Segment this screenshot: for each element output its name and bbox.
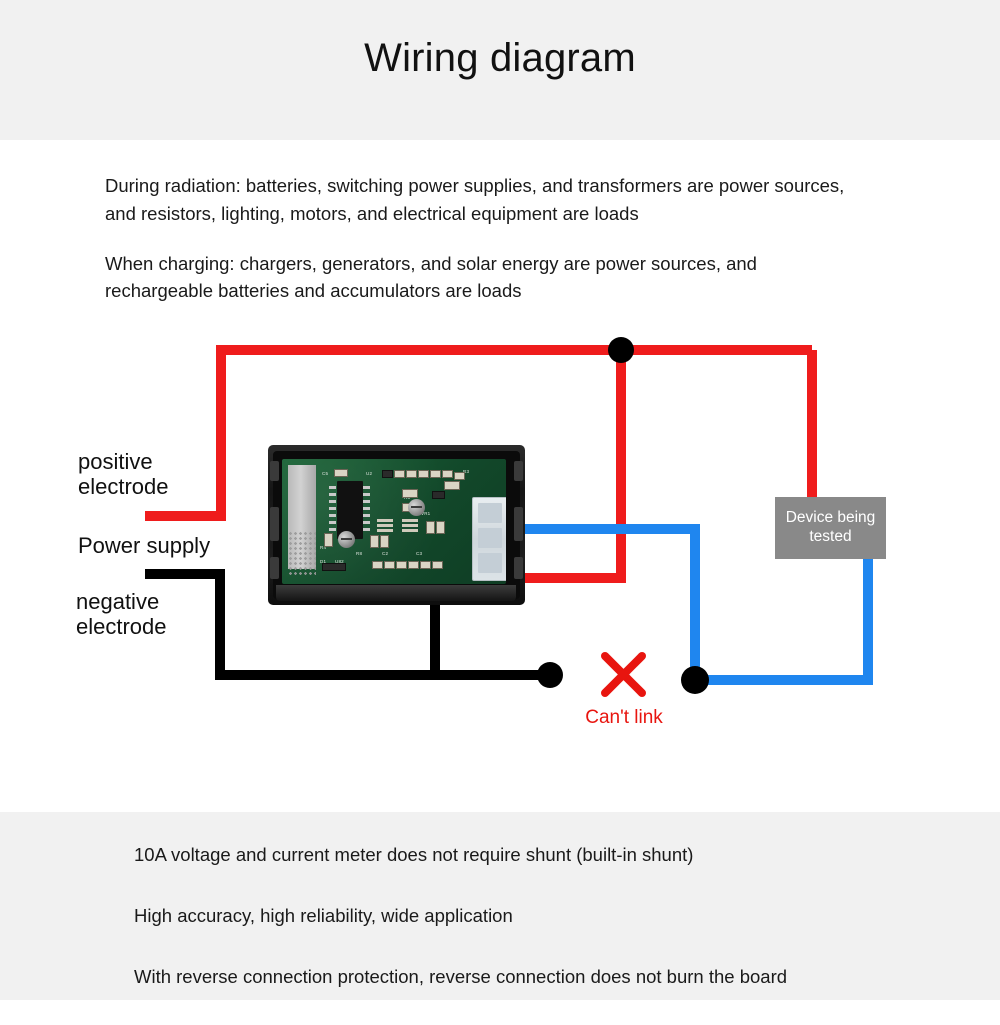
footer-line-shunt: 10A voltage and current meter does not r… bbox=[134, 844, 694, 865]
footer-feature-list: 10A voltage and current meter does not r… bbox=[134, 842, 934, 1025]
label-positive-electrode: positive electrode bbox=[78, 449, 169, 499]
red-bus-junction-dot bbox=[608, 337, 634, 363]
meter-shell-lip bbox=[276, 585, 516, 601]
silk-u82: U82 bbox=[335, 559, 344, 564]
silk-d1: D1 bbox=[320, 559, 327, 564]
shell-tab-right-bottom bbox=[514, 557, 523, 579]
silk-vr1: VR1 bbox=[421, 511, 431, 516]
meter-pcb: C5 U2 R5 VR1 R3 R2 R8 C2 C3 U82 D1 R4 bbox=[282, 459, 506, 584]
silk-r3: R3 bbox=[463, 469, 470, 474]
diagram-canvas: positive electrode Power supply negative… bbox=[0, 140, 1000, 812]
shell-tab-left-mid bbox=[270, 507, 279, 541]
page-title: Wiring diagram bbox=[364, 36, 636, 80]
device-being-tested-box: Device being tested bbox=[775, 497, 886, 559]
shell-tab-right-mid bbox=[514, 507, 523, 541]
ic-u2 bbox=[337, 481, 363, 539]
label-cant-link: Can't link bbox=[585, 707, 663, 728]
shell-tab-left-bottom bbox=[270, 557, 279, 579]
label-negative-electrode: negative electrode bbox=[76, 589, 167, 639]
silk-u2: U2 bbox=[366, 471, 373, 476]
black-terminal-dot bbox=[537, 662, 563, 688]
wiring-schematic bbox=[145, 337, 873, 697]
blue-bus-junction-dot bbox=[681, 666, 709, 694]
intro-paragraph-charging: When charging: chargers, generators, and… bbox=[105, 252, 757, 302]
intro-text-block: During radiation: batteries, switching p… bbox=[105, 172, 865, 327]
header-band bbox=[0, 0, 1000, 140]
silk-r4: R4 bbox=[320, 545, 327, 550]
silk-c5: C5 bbox=[322, 471, 329, 476]
pcb-via-array bbox=[288, 531, 316, 575]
intro-paragraph-radiation: During radiation: batteries, switching p… bbox=[105, 175, 845, 224]
footer-line-accuracy: High accuracy, high reliability, wide ap… bbox=[134, 904, 513, 926]
shell-tab-left-top bbox=[270, 461, 279, 481]
screw-terminal-block[interactable] bbox=[472, 497, 506, 581]
silk-c2: C2 bbox=[382, 551, 389, 556]
silk-r8: R8 bbox=[356, 551, 363, 556]
cant-link-x-icon bbox=[601, 652, 646, 697]
red-wire-positive bbox=[145, 345, 817, 583]
footer-band bbox=[0, 812, 1000, 1000]
wiring-diagram-page: Wiring diagram During radiation: batteri… bbox=[0, 0, 1000, 1000]
shell-tab-right-top bbox=[514, 461, 523, 481]
volt-ampere-meter-module: C5 U2 R5 VR1 R3 R2 R8 C2 C3 U82 D1 R4 bbox=[268, 445, 525, 751]
footer-line-reverse: With reverse connection protection, reve… bbox=[134, 965, 788, 987]
silk-c3: C3 bbox=[416, 551, 423, 556]
label-power-supply: Power supply bbox=[78, 533, 211, 558]
blue-wire-measure bbox=[503, 524, 873, 685]
